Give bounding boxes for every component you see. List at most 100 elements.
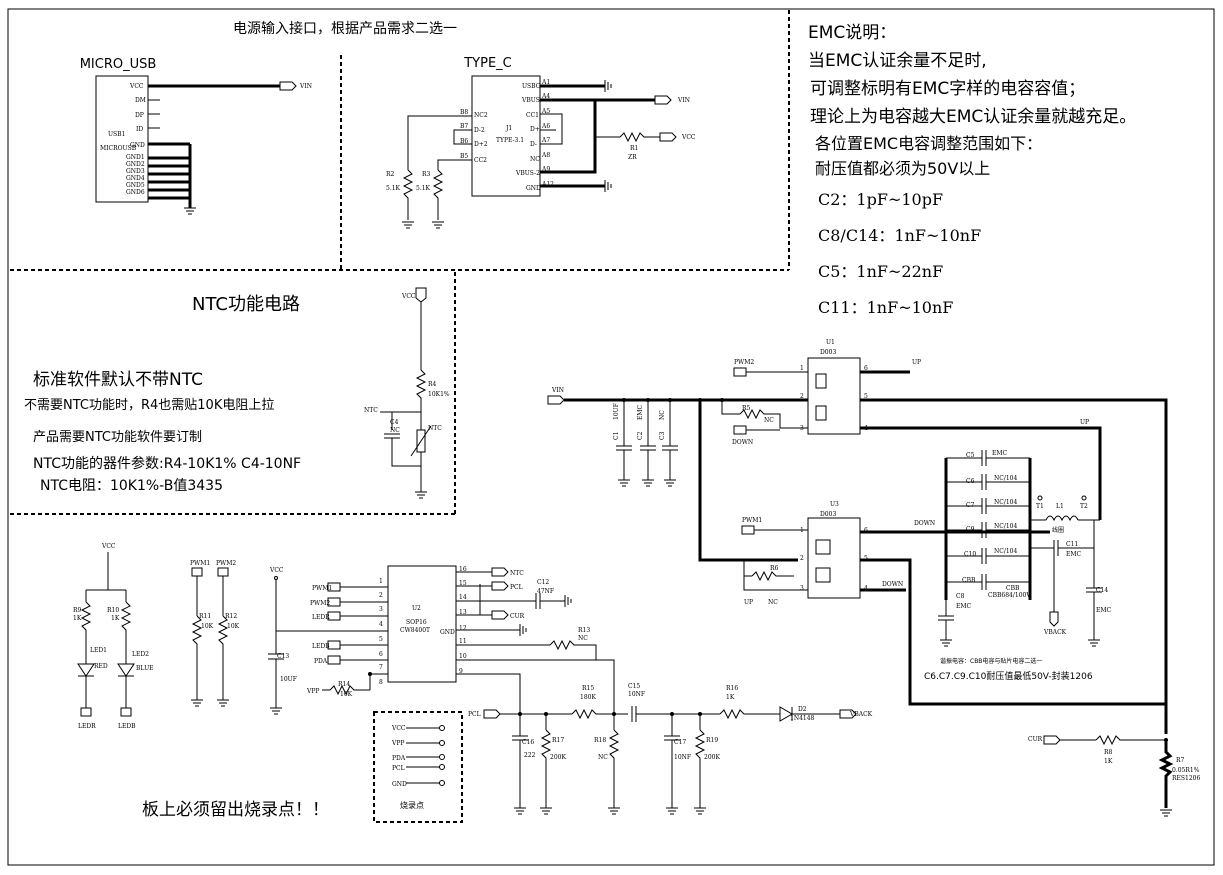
pin-number: B7 — [460, 123, 468, 130]
emc-title: EMC说明： — [808, 23, 896, 43]
d2-value: 1N4148 — [790, 715, 815, 722]
ground-icon — [217, 699, 229, 707]
burn-points: VCC VPP PDA PCL GND 烧录点 板上必须留出烧录点！！ — [142, 711, 463, 823]
pin-number: A5 — [541, 108, 550, 115]
pin-label: D+2 — [474, 141, 488, 148]
led1-ref: LED1 — [90, 647, 107, 654]
r2-value: 5.1K — [386, 185, 401, 192]
r2-ref: R2 — [386, 171, 395, 178]
pin-number: 9 — [459, 668, 463, 675]
u3-part: D003 — [820, 511, 836, 518]
pin-number: 5 — [379, 636, 383, 643]
resistor-r15 — [571, 708, 628, 720]
r15-value: 180K — [580, 694, 596, 701]
pin-label: D-2 — [474, 127, 485, 134]
net-port-icon — [659, 132, 677, 142]
net-port-icon — [491, 581, 509, 591]
emc-line: 耐压值都必须为50V以上 — [815, 159, 990, 178]
c6-value: NC/104 — [994, 475, 1017, 482]
pin-number: 2 — [379, 592, 383, 599]
test-point-icon — [439, 780, 445, 786]
net-label-down: DOWN — [732, 439, 753, 446]
pin-number: A9 — [541, 166, 550, 173]
pin-number: A6 — [541, 123, 550, 130]
net-port-icon — [491, 610, 509, 620]
r19-ref: R19 — [706, 737, 718, 744]
ground-icon — [191, 699, 203, 707]
pin-number: 3 — [379, 606, 383, 613]
r17-value: 200K — [550, 754, 566, 761]
led1-color: RED — [94, 663, 108, 670]
pin-label: ID — [136, 126, 143, 133]
net-label-pcl: PCL — [510, 584, 523, 591]
r19-value: 200K — [704, 754, 720, 761]
pin-number: 10 — [459, 653, 467, 660]
resistor-r17 — [540, 729, 552, 808]
net-label-pwm2: PWM2 — [216, 560, 236, 567]
led-icon — [77, 663, 95, 677]
burn-note: 板上必须留出烧录点！！ — [142, 800, 329, 820]
pin-label: GND — [130, 142, 145, 149]
resistor-r4 — [415, 369, 427, 412]
ntc-title: NTC功能电路 — [192, 294, 300, 315]
emc-notes: EMC说明： 当EMC认证余量不足时, 可调整标明有EMC字样的电容容值； 理论… — [808, 23, 1136, 317]
r5-ref: R5 — [742, 405, 751, 412]
ground-icon — [514, 807, 706, 815]
pwm-pulldowns: PWM1 PWM2 R11 10K R12 10K — [190, 560, 240, 707]
c5-value: EMC — [992, 450, 1008, 457]
c4-ref: C4 — [390, 419, 399, 426]
mcu-u2: U2 SOP16 CW8400T GND 1 2 3 4 5 6 7 8 16 … — [268, 565, 612, 715]
ntc-section: NTC功能电路 标准软件默认不带NTC 不需要NTC功能时，R4也需贴10K电阻… — [24, 287, 450, 499]
resistor-r11 — [191, 615, 203, 700]
c16-value: 222 — [524, 752, 536, 759]
net-label-pwm1: PWM1 — [312, 585, 332, 592]
pin-number: B8 — [460, 109, 468, 116]
ground-icon — [402, 221, 414, 229]
net-label-vback: VBACK — [1043, 629, 1067, 636]
type-c-title: TYPE_C — [463, 56, 512, 71]
net-port-icon — [741, 525, 755, 535]
r18-value: NC — [598, 754, 608, 761]
t2-ref: T2 — [1080, 503, 1088, 510]
pin-label: GND2 — [126, 161, 145, 168]
net-label-cur: CUR — [510, 613, 525, 620]
pin-number: 2 — [800, 555, 804, 562]
net-label-cur: CUR — [1028, 736, 1043, 743]
cbb-spec: CBB684/100V — [988, 592, 1031, 599]
inductor-l1 — [1045, 515, 1079, 522]
ground-icon — [1088, 639, 1100, 647]
net-label-vpp: VPP — [306, 688, 319, 695]
net-port-icon — [120, 707, 132, 717]
pin-label: VBUS — [521, 97, 540, 104]
net-port-icon — [1049, 611, 1059, 627]
pin-number: 13 — [459, 609, 467, 616]
resistor-r9 — [80, 601, 92, 664]
c16-ref: C16 — [522, 739, 534, 746]
diode-icon — [779, 706, 793, 722]
j1-part: TYPE-3.1 — [496, 137, 524, 144]
u2-part: CW8400T — [400, 627, 430, 634]
pin-number: 5 — [864, 393, 868, 400]
r4-value: 10K1% — [428, 391, 450, 398]
c3-value: NC — [659, 410, 666, 420]
l1-value: 线圈 — [1052, 526, 1064, 534]
r6-value: NC — [768, 599, 778, 606]
resistor-r6 — [751, 570, 794, 582]
emc-range: C11：1nF~10nF — [818, 298, 953, 317]
c3-ref: C3 — [659, 431, 666, 440]
pin-label: D+ — [530, 126, 540, 133]
c12-value: 47NF — [537, 588, 554, 595]
micro-usb-title: MICRO_USB — [80, 57, 157, 72]
resistor-r7 — [1158, 740, 1174, 808]
c11-ref: C11 — [1066, 541, 1078, 548]
c8-value: EMC — [956, 603, 972, 610]
cbb-value: CBB — [1006, 585, 1020, 592]
cbb-ref: CBB — [962, 577, 976, 584]
c15-value: 10NF — [628, 691, 645, 698]
net-label-ledr: LEDR — [312, 614, 330, 621]
pin-number: 6 — [864, 365, 868, 372]
net-label-vin: VIN — [677, 97, 690, 104]
net-label-pwm1: PWM1 — [190, 560, 210, 567]
r7-value: 0.05R1% — [1172, 767, 1200, 774]
led2-ref: LED2 — [132, 651, 149, 658]
